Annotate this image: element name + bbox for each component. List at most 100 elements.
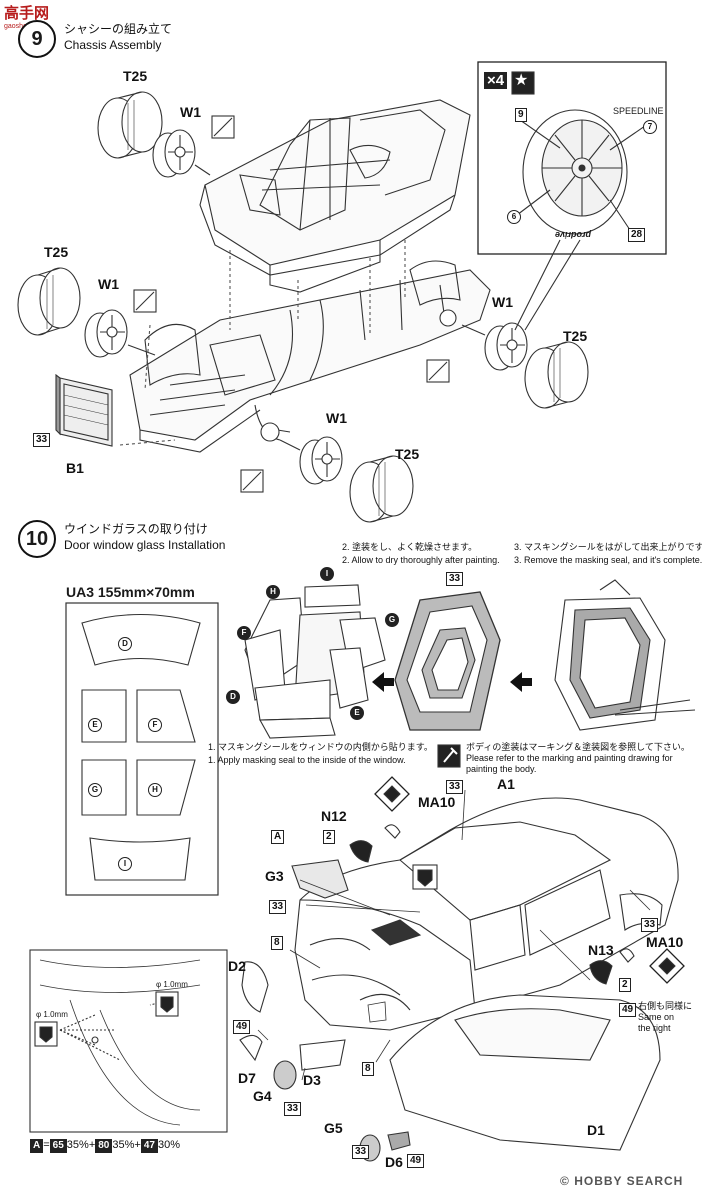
wheel-detail-drawing (522, 109, 628, 235)
label-w1-b: W1 (98, 276, 119, 292)
mirror-n13 (589, 960, 613, 985)
color-code-49-a: 49 (233, 1020, 251, 1034)
decal-6-marker: 6 (507, 210, 521, 224)
label-w1-a: W1 (180, 104, 201, 120)
mirror-ma10-a (384, 824, 401, 839)
wheel-w1-b (84, 309, 128, 358)
label-w1-c: W1 (492, 294, 513, 310)
b1-part (55, 373, 113, 447)
color-code-9: 9 (515, 108, 527, 122)
lens-d7 (239, 1034, 263, 1062)
lens-d6 (387, 1131, 411, 1151)
footer-copyright: © (560, 1174, 570, 1188)
chassis-floor (129, 260, 491, 453)
tire-t25-c (524, 341, 589, 409)
instr-3-jp: 3. マスキングシールをはがして出来上がりです。 (514, 542, 702, 552)
instr-1-jp: 1. マスキングシールをウィンドウの内側から貼ります。 (208, 742, 433, 752)
instr-3-en: 3. Remove the masking seal, and it's com… (514, 555, 702, 565)
lamp-g4 (273, 1060, 297, 1090)
step-10-number: 10 (18, 520, 56, 558)
color-code-33-c: 33 (284, 1102, 302, 1116)
leader-9 (519, 119, 561, 149)
assembly-guides (119, 240, 406, 446)
chassis-tub (199, 99, 471, 293)
color-mix-80: 80 (95, 1139, 113, 1153)
color-code-33-b1: 33 (33, 433, 51, 447)
label-t25-b: T25 (44, 244, 69, 260)
color-code-49-c: 49 (619, 1003, 637, 1017)
label-a1: A1 (497, 776, 515, 792)
color-mix-65: 65 (49, 1139, 67, 1153)
label-n13: N13 (588, 942, 614, 958)
wing-g3 (291, 859, 349, 899)
decal-7-marker: 7 (643, 120, 657, 134)
tray-piece-g: G (88, 783, 102, 797)
wheel-w1-c (484, 322, 528, 371)
color-mix-code-a: A (30, 1139, 44, 1153)
color-code-49-b: 49 (407, 1154, 425, 1168)
prodrive-rim-text: prodrive (555, 230, 592, 240)
color-mix-eq: = (43, 1139, 50, 1151)
footer-brand: HOBBY SEARCH (574, 1174, 684, 1188)
brake-disc-front (260, 422, 280, 442)
label-t25-d: T25 (395, 446, 420, 462)
color-code-a: A (271, 830, 285, 844)
color-code-28: 28 (628, 228, 646, 242)
hole-size-b: φ 1.0mm (156, 980, 188, 989)
arrow-step-2 (372, 672, 394, 692)
tray-piece-d: D (118, 637, 132, 651)
car-body (294, 797, 679, 1031)
leader-7 (609, 125, 646, 151)
wheel-w1-d (299, 436, 343, 485)
same-note: 右側も同様に Same on the right (638, 1001, 692, 1034)
hole-size-a: φ 1.0mm (36, 1010, 68, 1019)
step-10-title-jp: ウインドガラスの取り付け (64, 522, 208, 536)
window-label-d: D (226, 690, 240, 704)
color-code-2-b: 2 (619, 978, 631, 992)
speedline-label: SPEEDLINE (613, 106, 664, 116)
instr-2-en: 2. Allow to dry thoroughly after paintin… (342, 555, 500, 565)
label-b1: B1 (66, 460, 84, 476)
color-code-33-e: 33 (641, 918, 659, 932)
label-d7: D7 (238, 1070, 256, 1086)
color-code-33-d: 33 (352, 1145, 370, 1159)
color-mix-p65: 35%+ (66, 1139, 96, 1151)
tray-piece-f: F (148, 718, 162, 732)
star-icon: ★ (514, 72, 529, 89)
paint-note-jp: ボディの塗装はマーキング＆塗装図を参照して下さい。 (466, 742, 690, 752)
window-label-h: H (266, 585, 280, 599)
paint-note-en: Please refer to the marking and painting… (466, 753, 673, 774)
label-d3: D3 (303, 1072, 321, 1088)
wheel-qty: ×4 (484, 72, 508, 89)
brake-disc-rear (439, 309, 457, 327)
tray-piece-e: E (88, 718, 102, 732)
label-w1-d: W1 (326, 410, 347, 426)
instr-2-jp: 2. 塗装をし、よく乾燥させます。 (342, 542, 478, 552)
window-assembly (244, 584, 386, 739)
label-d6: D6 (385, 1154, 403, 1170)
mirror-n12 (349, 840, 373, 863)
star-box (511, 71, 535, 95)
color-code-33-window: 33 (446, 572, 464, 586)
mirror-ma10-b (619, 948, 635, 963)
label-n12: N12 (321, 808, 347, 824)
leader-6 (516, 189, 551, 216)
color-mix-p47: 30% (157, 1139, 180, 1151)
tray-piece-i: I (118, 857, 132, 871)
window-label-g: G (385, 613, 399, 627)
wheel-w1-a (152, 129, 196, 178)
detail-inset-box (29, 949, 228, 1133)
step-9-title-jp: シャシーの組み立て (64, 22, 173, 36)
label-d2: D2 (228, 958, 246, 974)
label-t25-a: T25 (123, 68, 148, 84)
window-label-i: I (320, 567, 334, 581)
masked-window (394, 591, 501, 731)
headlight-d2 (241, 961, 269, 1013)
color-mix-47: 47 (140, 1139, 158, 1153)
label-g4: G4 (253, 1088, 272, 1104)
paint-note: ボディの塗装はマーキング＆塗装図を参照して下さい。 Please refer t… (466, 742, 691, 775)
arrow-step-3 (510, 672, 532, 692)
instr-1-en: 1. Apply masking seal to the inside of t… (208, 755, 406, 765)
lens-d3 (299, 1039, 346, 1071)
